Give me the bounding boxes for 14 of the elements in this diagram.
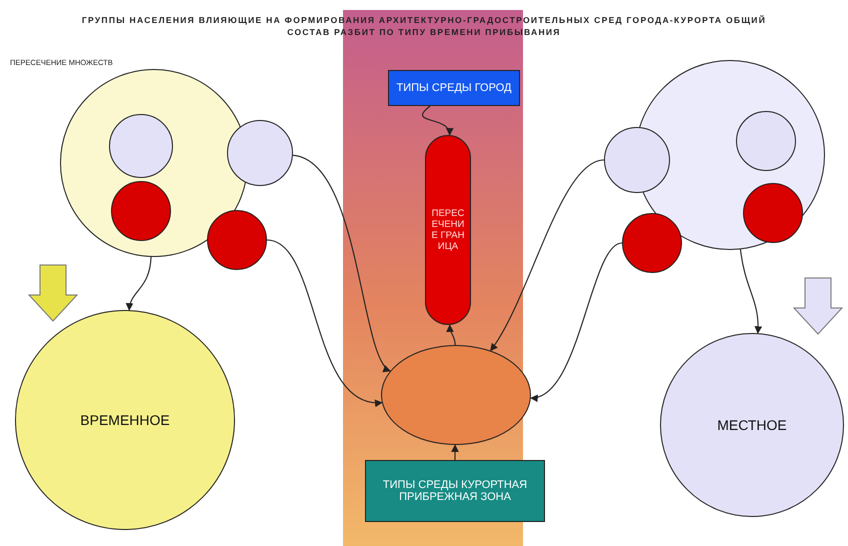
capsule-node: ПЕРЕСЕЧЕНИЕ ГРАНИЦА	[425, 135, 471, 325]
group-circle: МЕСТНОЕ	[660, 333, 844, 517]
arrow	[292, 154, 391, 372]
arrow	[266, 239, 383, 406]
type-label-box: ТИПЫ СРЕДЫ КУРОРТНАЯ ПРИБРЕЖНАЯ ЗОНА	[365, 460, 545, 522]
arrow	[490, 159, 604, 352]
arrow	[422, 106, 452, 136]
type-label-box: ТИПЫ СРЕДЫ ГОРОД	[388, 70, 520, 106]
arrow	[740, 249, 762, 334]
group-circle: ВРЕМЕННОЕ	[15, 310, 235, 530]
arrow	[451, 444, 459, 460]
arrow	[530, 242, 622, 400]
arrow	[446, 324, 456, 346]
arrow	[126, 256, 152, 311]
